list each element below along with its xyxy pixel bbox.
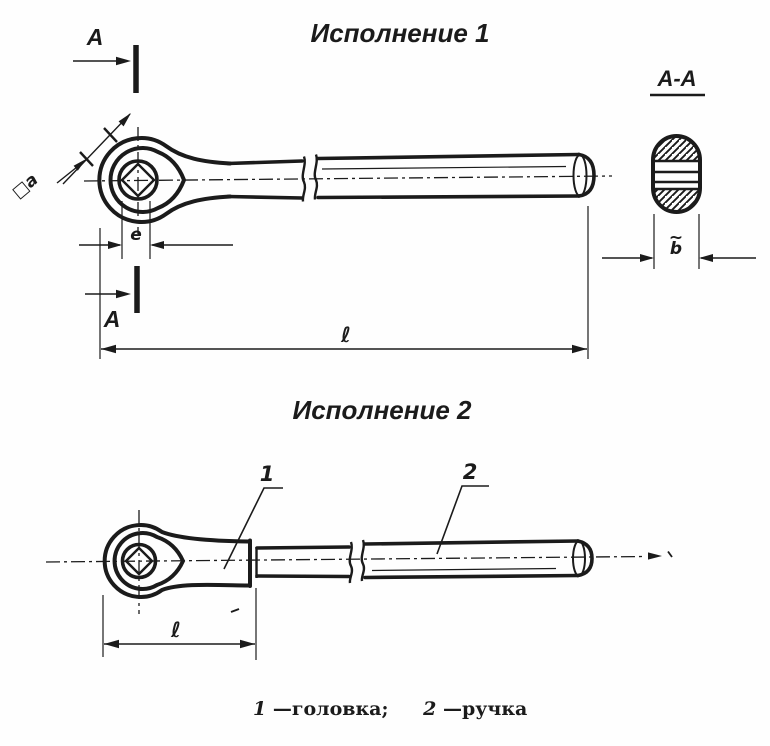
shaft-bottom-left-v1 [226, 194, 304, 200]
view2: Исполнение 2 [45, 395, 673, 660]
dim-b-label: b [670, 239, 682, 259]
dim-l1-arrow-left [101, 344, 116, 354]
dim-b-arrow-right [699, 254, 713, 262]
square-hole-v1 [120, 162, 156, 198]
break-line-right-v1 [313, 154, 319, 200]
shaft-shading-line-v1 [321, 165, 567, 170]
square-hole-v2 [124, 546, 154, 576]
head-inner-contour-v1 [108, 146, 187, 214]
break-line-right-v2 [360, 539, 366, 582]
handle-top-left-v2 [255, 545, 351, 550]
shaft-v1 [226, 152, 596, 202]
dim-e-arrow-left [108, 241, 122, 249]
dim-l1-label: ℓ [340, 323, 351, 347]
dim-l2-arrow-right [240, 639, 255, 649]
dim-square-a-label: □a [8, 170, 42, 203]
handle-v2 [255, 539, 594, 584]
centerline-end-tick-v2 [667, 550, 673, 558]
centerline-horizontal-v2 [45, 555, 646, 563]
section-arrow-head-top [116, 56, 131, 66]
head-outer-contour-v2 [102, 523, 250, 599]
dim-square-a-tick1 [79, 151, 94, 167]
view1: Исполнение 1 А [8, 18, 613, 359]
part2-leader [436, 485, 489, 555]
section-view: А-А ~ b [602, 66, 756, 269]
shaft-top-left-v1 [226, 159, 304, 166]
part-leaders: 1 2 [223, 460, 489, 570]
handle-shading-line-v2 [371, 567, 557, 572]
head-v2 [102, 523, 258, 599]
part2-number: 2 [463, 460, 478, 484]
dim-l2-label: ℓ [170, 618, 181, 642]
section-hatch-top [653, 136, 700, 161]
dim-e-label: e [130, 225, 142, 245]
dim-l1-arrow-right [572, 344, 587, 354]
dim-square-a-line [62, 113, 131, 185]
dim-square-a-arrowhead [118, 113, 131, 127]
stray-tick-v2 [230, 608, 240, 613]
head-outer-contour-v1 [97, 136, 232, 224]
handle-bottom-left-v2 [255, 574, 351, 579]
shaft-top-right-v1 [316, 152, 581, 161]
centerline-horizontal-v1 [83, 175, 613, 182]
dim-b-arrow-left [640, 254, 654, 262]
caption-num2: 2 [422, 698, 436, 720]
head-inner-contour-v2 [112, 531, 186, 591]
dim-b: ~ b [602, 214, 756, 269]
caption-num1: 1 [253, 698, 266, 720]
dim-length-v2: ℓ [102, 588, 257, 660]
section-marker-top: А [73, 24, 139, 93]
section-marker-bottom: А [85, 266, 140, 332]
view2-title: Исполнение 2 [293, 395, 473, 425]
caption-label2: —ручка [443, 698, 527, 720]
part1-leader [223, 487, 283, 570]
handle-top-right-v2 [363, 539, 580, 546]
handle-bottom-right-v2 [363, 573, 580, 580]
head-boss-circle-v1 [117, 159, 159, 201]
section-marker-top-label: А [86, 24, 104, 50]
handle-end-cap-v2 [576, 539, 594, 578]
view1-title: Исполнение 1 [311, 18, 490, 48]
section-arrow-head-bottom [116, 289, 131, 299]
head-boss-circle-v2 [120, 542, 158, 580]
dim-square-a-leader-arrow [73, 159, 86, 171]
head-v1 [97, 136, 232, 224]
dim-e-arrow-right [150, 241, 164, 249]
section-marker-bottom-label: А [103, 306, 121, 332]
caption: 1 —головка; 2 —ручка [253, 698, 527, 720]
shaft-end-ellipse-v1 [572, 154, 588, 197]
break-line-left-v1 [301, 156, 307, 202]
part1-number: 1 [260, 462, 275, 486]
break-line-left-v2 [348, 541, 354, 584]
centerline-arrow-v2 [648, 552, 662, 560]
dim-l2-arrow-left [104, 639, 119, 649]
dim-square-a-tick2 [103, 127, 118, 143]
dim-length-v1: ℓ [99, 206, 589, 359]
handle-end-ellipse-v2 [572, 540, 586, 577]
shaft-bottom-right-v1 [316, 194, 581, 200]
dim-b-tilde: ~ [669, 228, 683, 248]
caption-label1: —головка; [273, 698, 389, 720]
section-hatch-bottom [653, 189, 700, 212]
dim-e: e [79, 201, 233, 259]
section-outline [651, 134, 702, 214]
shaft-end-cap-v1 [577, 152, 596, 198]
section-title: А-А [656, 66, 696, 91]
